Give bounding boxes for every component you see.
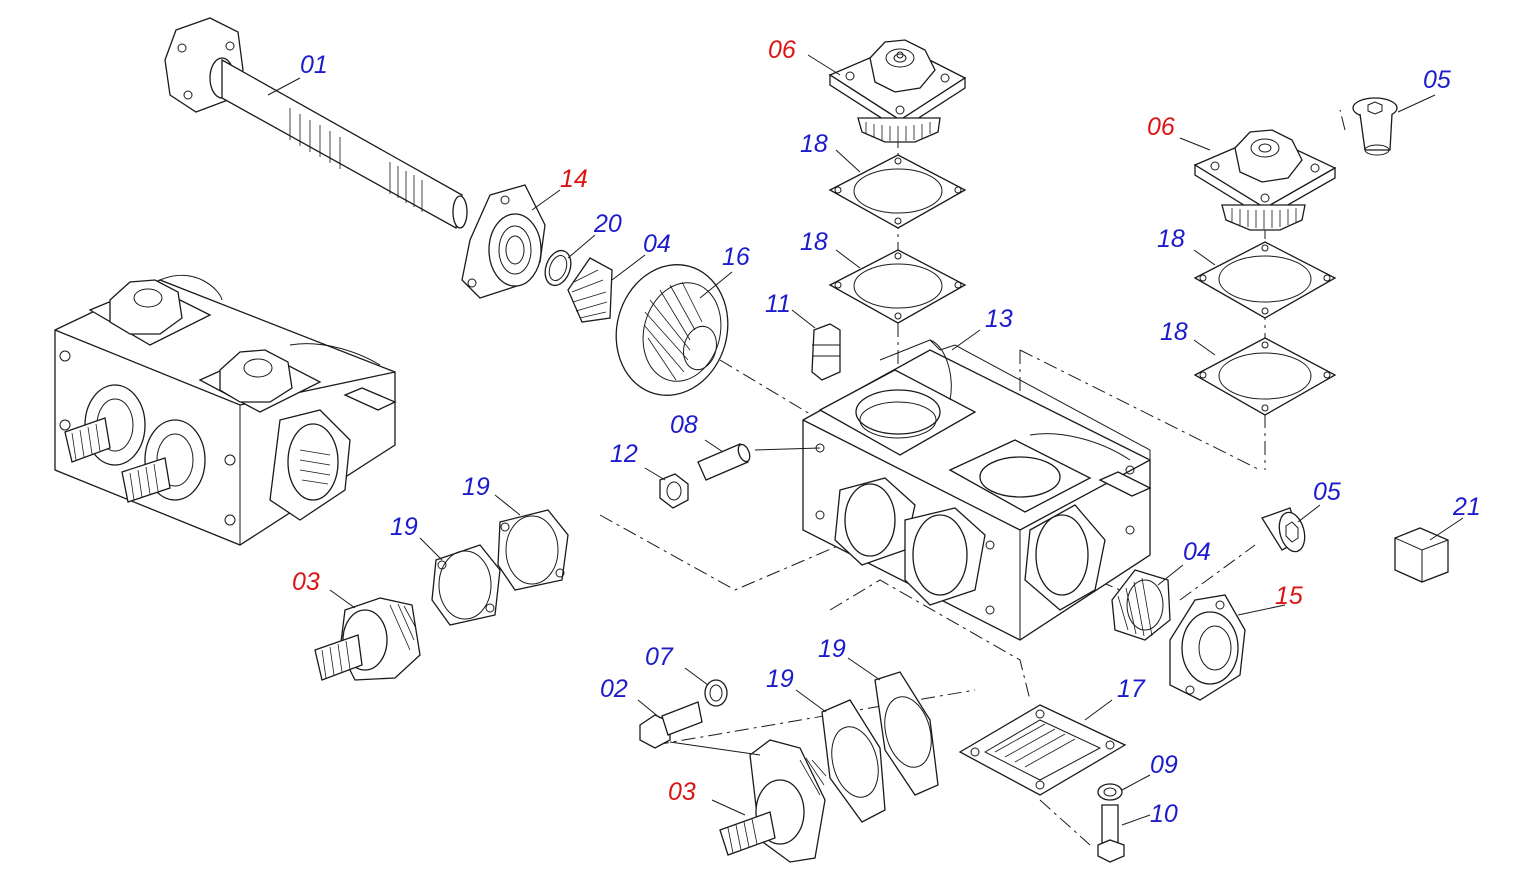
part-cap-screw-05-right [1261, 507, 1306, 553]
part-circlip-20 [544, 249, 572, 287]
part-gasket-18-b [828, 249, 967, 324]
part-gasket-18-c [1193, 241, 1337, 319]
part-pinion-cover-06-top [828, 39, 967, 143]
label-18-d: 18 [1160, 318, 1188, 346]
part-bolt-02 [639, 701, 703, 749]
part-labels: 01 14 20 04 16 06 18 18 11 13 08 12 05 0… [292, 36, 1481, 828]
label-06-top: 06 [768, 36, 796, 64]
part-cube-21 [1394, 527, 1449, 583]
label-01: 01 [300, 51, 328, 79]
label-20: 20 [593, 210, 622, 238]
part-pinion-shaft-03-bottom [719, 739, 827, 863]
label-18-a: 18 [800, 130, 828, 158]
part-gasket-19-d [874, 671, 939, 796]
part-gasket-19-c [821, 699, 886, 823]
label-04-top: 04 [643, 230, 671, 258]
label-19-c: 19 [766, 665, 794, 693]
part-cover-plate-17 [958, 704, 1127, 796]
label-18-b: 18 [800, 228, 828, 256]
label-19-a: 19 [462, 473, 490, 501]
label-09: 09 [1150, 751, 1178, 779]
label-19-d: 19 [818, 635, 846, 663]
label-15: 15 [1275, 582, 1303, 610]
label-08: 08 [670, 411, 698, 439]
part-nut-12 [659, 473, 689, 509]
part-small-bevel-gear-right [1111, 569, 1171, 641]
label-02: 02 [600, 675, 628, 703]
label-14: 14 [560, 165, 588, 193]
part-small-bevel-gear-top [567, 257, 613, 323]
label-03-bottom: 03 [668, 778, 696, 806]
label-19-b: 19 [390, 513, 418, 541]
label-05-top: 05 [1423, 66, 1451, 94]
label-16: 16 [722, 243, 750, 271]
label-21: 21 [1452, 493, 1481, 521]
label-13: 13 [985, 305, 1013, 333]
part-gasket-18-a [828, 154, 967, 229]
part-pin-08 [697, 443, 751, 481]
part-plug-11 [811, 323, 841, 381]
part-shaft [164, 17, 468, 230]
assembled-gearbox [54, 274, 397, 546]
label-06-right: 06 [1147, 113, 1175, 141]
label-05-right: 05 [1313, 478, 1341, 506]
part-screw-10 [1097, 804, 1125, 863]
part-gasket-19-b [497, 509, 569, 591]
part-bearing-housing-14 [461, 184, 546, 299]
label-03-left: 03 [292, 568, 320, 596]
part-cap-screw-05-top [1352, 97, 1398, 156]
label-11: 11 [765, 290, 791, 318]
part-washer-07 [704, 679, 728, 707]
label-17: 17 [1117, 675, 1146, 703]
label-12: 12 [610, 440, 638, 468]
label-18-c: 18 [1157, 225, 1185, 253]
part-gasket-18-d [1193, 337, 1337, 416]
part-gearbox-housing-13 [802, 339, 1152, 641]
part-washer-09 [1097, 783, 1123, 801]
leader-lines [267, 54, 1464, 826]
label-10: 10 [1150, 800, 1178, 828]
part-pinion-shaft-03-left [314, 597, 421, 681]
label-07: 07 [645, 643, 674, 671]
part-gasket-19-a [431, 544, 501, 626]
part-crown-gear-16 [615, 264, 729, 396]
part-pinion-cover-06-right [1193, 129, 1337, 231]
part-bearing-housing-15 [1169, 594, 1246, 701]
label-04-right: 04 [1183, 538, 1211, 566]
